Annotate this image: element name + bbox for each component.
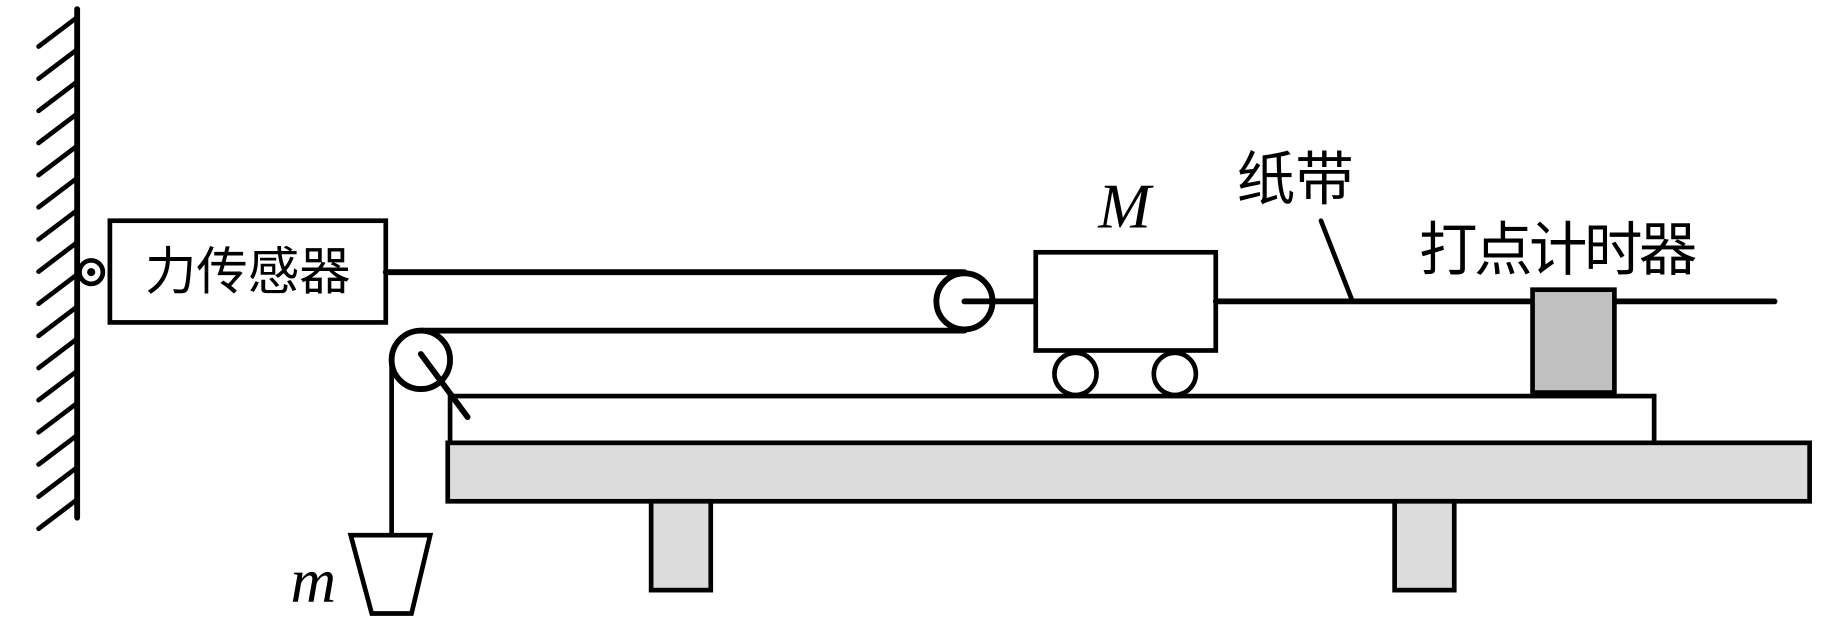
wall (36, 6, 81, 532)
force-sensor: 力传感器 (107, 218, 389, 325)
hatch-line (36, 304, 80, 339)
wall-hatching (36, 14, 80, 532)
hatch-line (36, 400, 80, 435)
table-leg-right (1392, 498, 1457, 593)
cart-mass-label: M (1097, 172, 1154, 242)
timer-label: 打点计时器 (1419, 216, 1696, 284)
hatch-line (36, 47, 80, 82)
hatch-line (36, 14, 80, 49)
hatch-line (36, 497, 80, 532)
hatch-line (36, 207, 80, 242)
paper-tape-label: 纸带 (1237, 146, 1354, 214)
paper-tape: 纸带 (1212, 146, 1778, 305)
wheel (1151, 350, 1199, 398)
hatch-line (36, 111, 80, 146)
hatch-line (36, 272, 80, 307)
hatch-line (36, 336, 80, 371)
timer: 打点计时器 (1419, 216, 1699, 395)
hatch-line (36, 368, 80, 403)
pivot-icon (77, 258, 106, 287)
cart: M (1033, 172, 1219, 398)
hatch-line (36, 143, 80, 178)
hanging-mass-label: m (291, 546, 337, 616)
hatch-line (36, 175, 80, 210)
table-leg-left (648, 498, 714, 593)
hatch-line (36, 79, 80, 114)
hanging-bucket: m (291, 532, 434, 616)
sensor-label: 力传感器 (145, 243, 351, 303)
hatch-line (36, 240, 80, 274)
board (447, 393, 1657, 446)
pulley-table (388, 327, 471, 421)
wheel (1052, 350, 1099, 398)
rope (382, 269, 968, 538)
hatch-line (36, 432, 80, 467)
pulley-cart (933, 270, 1039, 333)
table (445, 440, 1812, 593)
hatch-line (36, 465, 80, 499)
